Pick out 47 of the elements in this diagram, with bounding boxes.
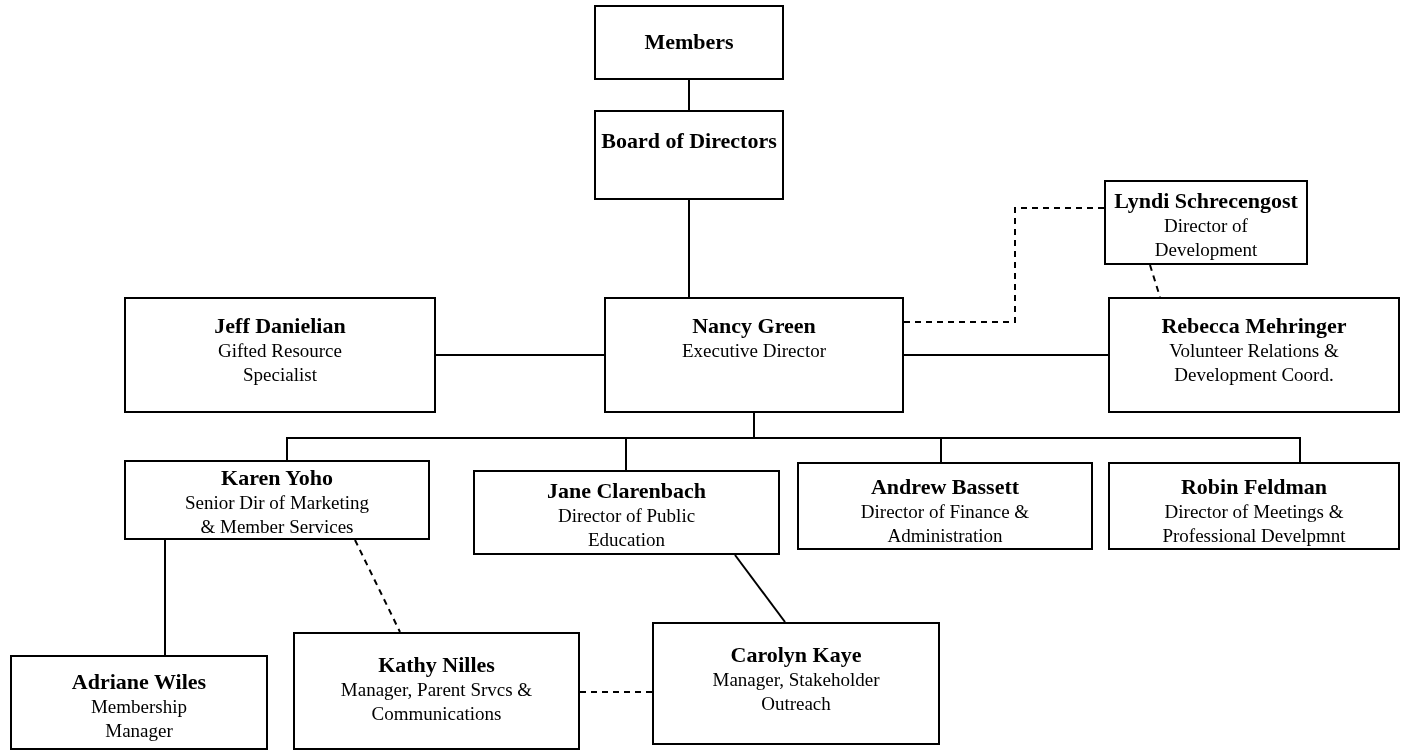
org-box xyxy=(473,470,780,555)
job-title: Director of Development xyxy=(1153,214,1259,262)
dashed-connector xyxy=(354,539,401,633)
person-name: Carolyn Kaye xyxy=(730,642,862,668)
org-box xyxy=(10,655,268,750)
org-box xyxy=(124,297,436,413)
person-name: Nancy Green xyxy=(692,313,816,339)
job-title: Volunteer Relations & Development Coord. xyxy=(1168,339,1340,387)
org-box xyxy=(797,462,1093,550)
person-name: Lyndi Schrecengost xyxy=(1114,188,1298,214)
person-name: Members xyxy=(644,29,734,55)
connector-line xyxy=(435,354,605,356)
dashed-connector xyxy=(579,691,653,693)
person-name: Robin Feldman xyxy=(1180,474,1328,500)
org-box xyxy=(1108,462,1400,550)
job-title: Executive Director xyxy=(682,339,826,363)
dashed-connector xyxy=(903,207,1105,323)
connector-line xyxy=(688,199,690,298)
job-title: Director of Public Education xyxy=(556,504,697,552)
org-box xyxy=(594,5,784,80)
org-box xyxy=(1108,297,1400,413)
job-title: Manager, Parent Srvcs & Communications xyxy=(339,678,534,726)
job-title: Senior Dir of Marketing & Member Services xyxy=(183,491,371,539)
job-title: Gifted Resource Specialist xyxy=(217,339,343,387)
org-box xyxy=(594,110,784,200)
person-name: Rebecca Mehringer xyxy=(1161,313,1347,339)
person-name: Jeff Danielian xyxy=(214,313,346,339)
dashed-connector xyxy=(1149,264,1161,298)
org-box xyxy=(652,622,940,745)
connector-line xyxy=(903,354,1109,356)
org-box xyxy=(1104,180,1308,265)
connector-line xyxy=(164,539,166,656)
job-title: Director of Meetings & Professional Develpmnt xyxy=(1161,500,1347,548)
person-name: Karen Yoho xyxy=(221,465,333,491)
person-name: Andrew Bassett xyxy=(870,474,1020,500)
connector-line xyxy=(734,554,786,623)
person-name: Adriane Wiles xyxy=(71,669,207,695)
job-title: Director of Finance & Administration xyxy=(859,500,1031,548)
person-name: Jane Clarenbach xyxy=(546,478,707,504)
person-name: Kathy Nilles xyxy=(378,652,495,678)
org-box xyxy=(604,297,904,413)
person-name: Board of Directors xyxy=(601,128,777,154)
job-title: Membership Manager xyxy=(89,695,188,743)
org-box xyxy=(293,632,580,750)
connector-line xyxy=(688,79,690,111)
job-title: Manager, Stakeholder Outreach xyxy=(711,668,881,716)
org-box xyxy=(124,460,430,540)
